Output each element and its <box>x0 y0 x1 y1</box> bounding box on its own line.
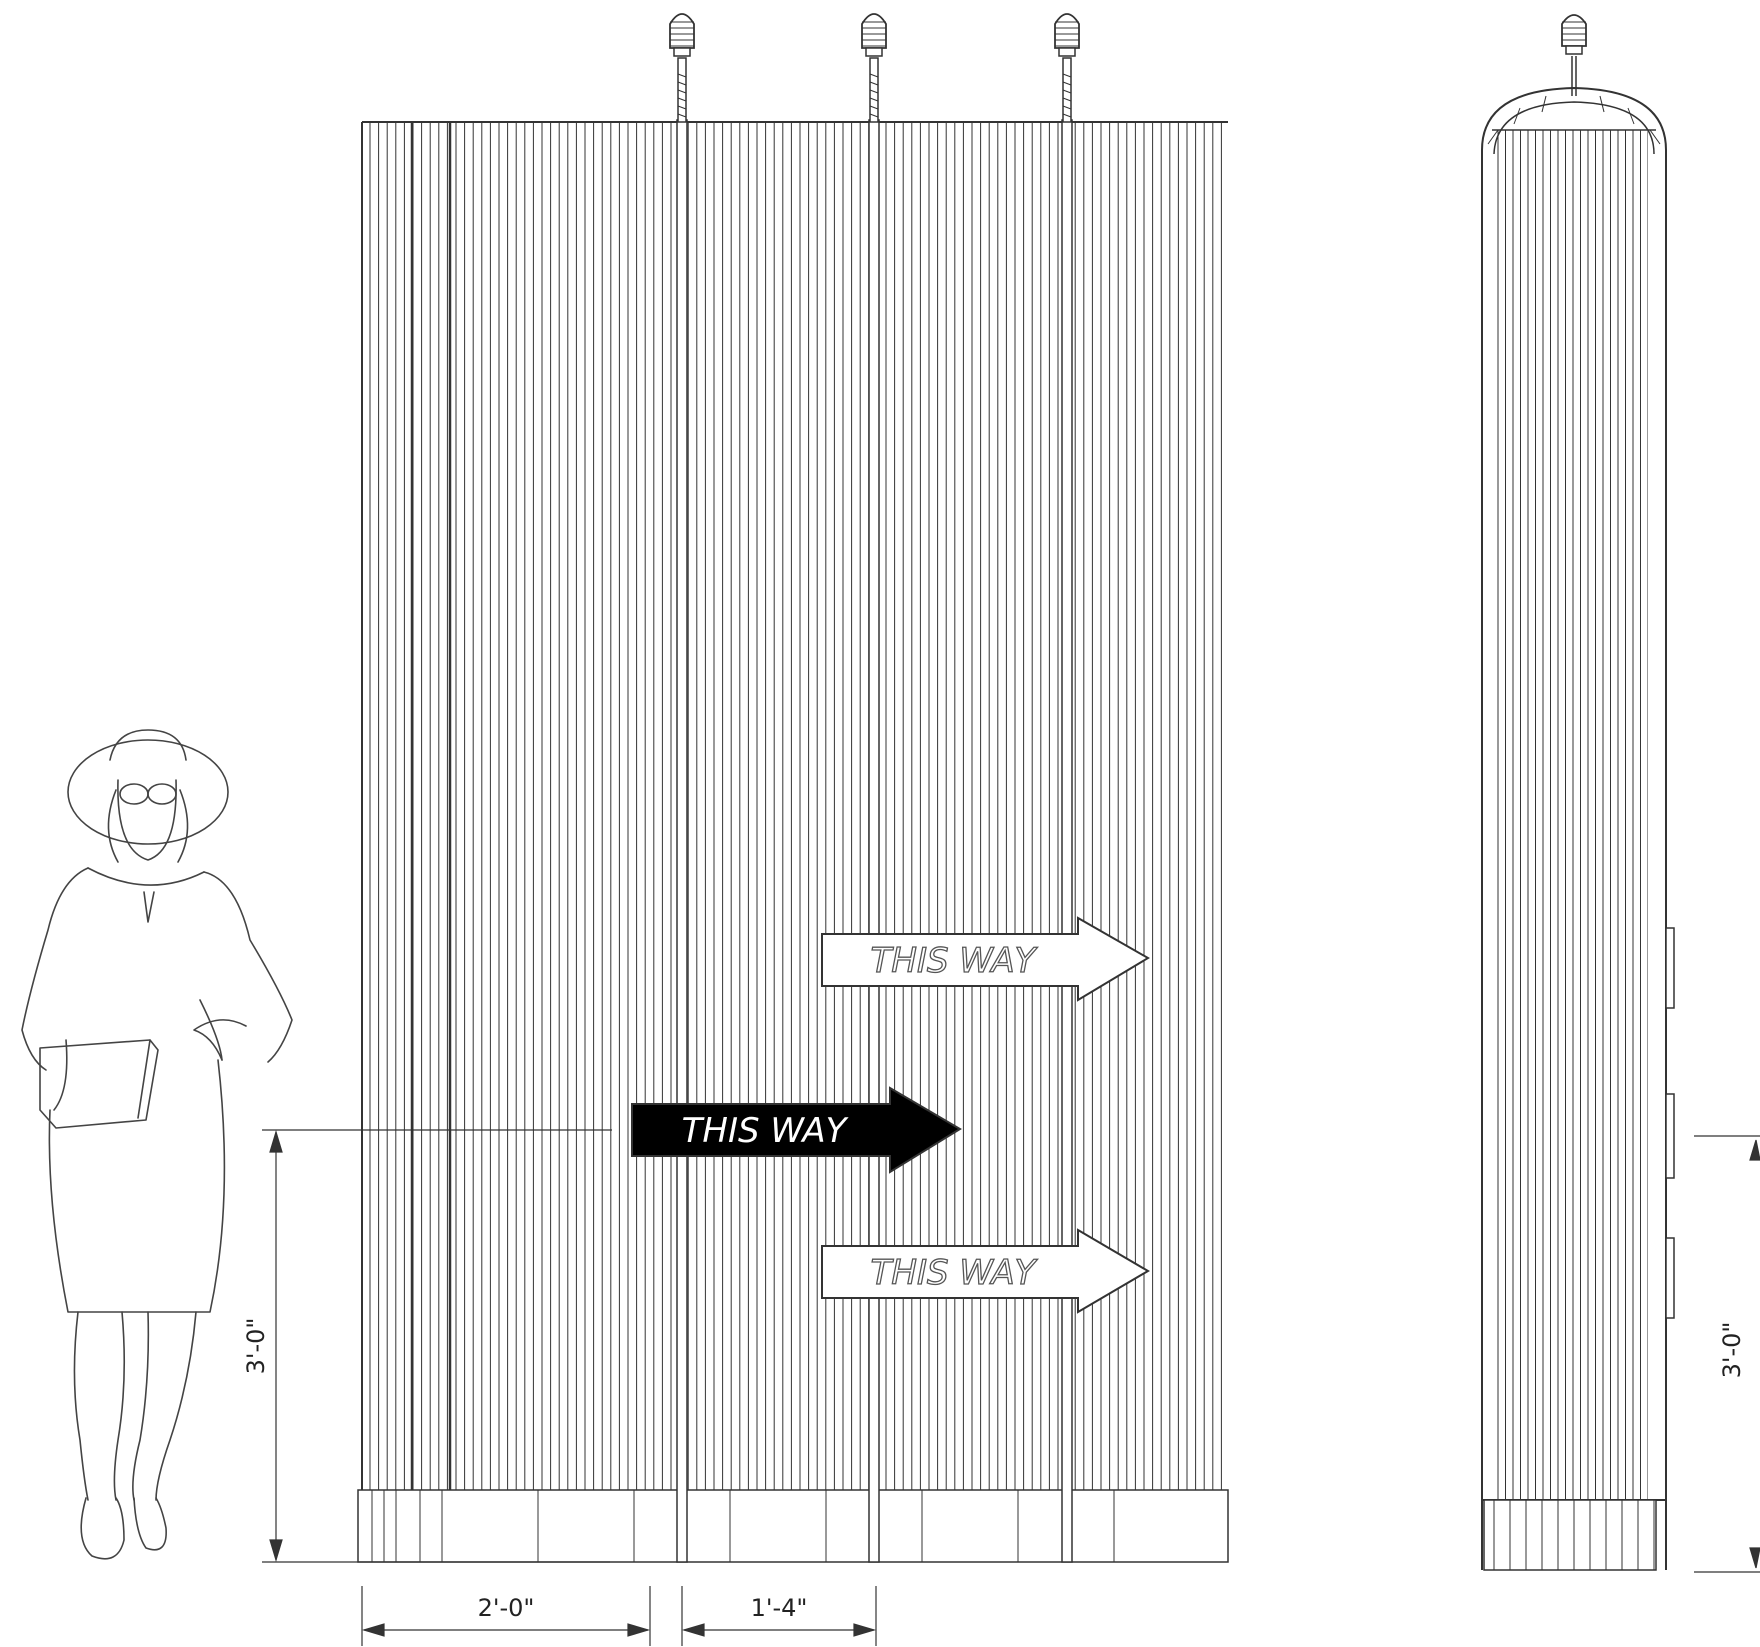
light-pole <box>1054 13 1080 1563</box>
side-height-label: 3'-0" <box>1718 1322 1746 1379</box>
scale-figure <box>21 729 293 1560</box>
width-a-label: 2'-0" <box>478 1594 535 1622</box>
side-sign-edge-middle <box>1665 1093 1675 1179</box>
sign-top-label: THIS WAY <box>871 941 1038 981</box>
light-pole <box>861 13 887 1563</box>
lamp-icon <box>861 13 887 57</box>
side-sign-edge-top <box>1665 927 1675 1009</box>
front-height-label: 3'-0" <box>242 1318 270 1375</box>
front-height-dimension <box>262 1129 612 1563</box>
sign-bottom-label: THIS WAY <box>871 1253 1038 1293</box>
sign-top: THIS WAY <box>821 916 1150 1002</box>
light-pole <box>669 13 695 1563</box>
side-light-fixture <box>1561 14 1587 96</box>
side-height-dimension <box>1694 1135 1760 1573</box>
width-b-dimension <box>681 1586 877 1646</box>
panel-base-band <box>357 1489 1229 1563</box>
side-elevation <box>1481 86 1675 1571</box>
lamp-icon <box>1561 14 1587 55</box>
lamp-icon <box>669 13 695 57</box>
sign-bottom: THIS WAY <box>821 1228 1150 1314</box>
width-a-dimension <box>361 1586 651 1646</box>
front-elevation-panel <box>357 121 1229 1563</box>
light-poles <box>669 13 1080 1563</box>
width-b-label: 1'-4" <box>751 1594 808 1622</box>
side-sign-edge-bottom <box>1665 1237 1675 1319</box>
sign-middle-label: THIS WAY <box>682 1111 849 1151</box>
sign-middle: THIS WAY <box>631 1086 962 1174</box>
lamp-icon <box>1054 13 1080 57</box>
